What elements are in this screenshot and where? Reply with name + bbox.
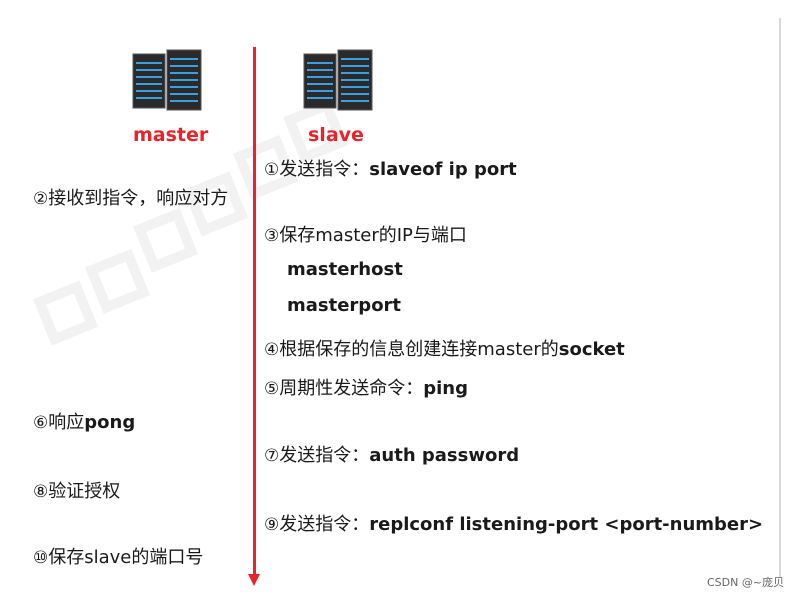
master-step-2: ②接收到指令，响应对方 — [33, 188, 229, 209]
slave-step-5: ⑤周期性发送命令：ping — [264, 378, 469, 399]
master-step-6: ⑥响应pong — [33, 412, 136, 433]
slave-sub-masterport: masterport — [287, 295, 402, 316]
server-icon — [132, 49, 202, 111]
slave-step-9: ⑨发送指令：replconf listening-port <port-numb… — [264, 514, 764, 535]
slave-step-1: ①发送指令：slaveof ip port — [264, 159, 517, 180]
slave-step-3: ③保存master的IP与端口 — [264, 225, 467, 246]
master-label: master — [133, 124, 209, 146]
master-step-8: ⑧验证授权 — [33, 481, 121, 502]
slave-sub-masterhost: masterhost — [287, 259, 403, 280]
source-credit: CSDN @~庞贝 — [707, 576, 785, 589]
timeline-axis — [253, 47, 256, 577]
slave-step-4: ④根据保存的信息创建连接master的socket — [264, 339, 625, 360]
slave-step-7: ⑦发送指令：auth password — [264, 445, 520, 466]
frame-divider — [779, 18, 781, 578]
watermark — [33, 98, 349, 346]
master-step-10: ⑩保存slave的端口号 — [33, 547, 204, 568]
slave-label: slave — [308, 124, 364, 146]
timeline-arrowhead — [248, 574, 260, 586]
server-icon — [303, 49, 373, 111]
